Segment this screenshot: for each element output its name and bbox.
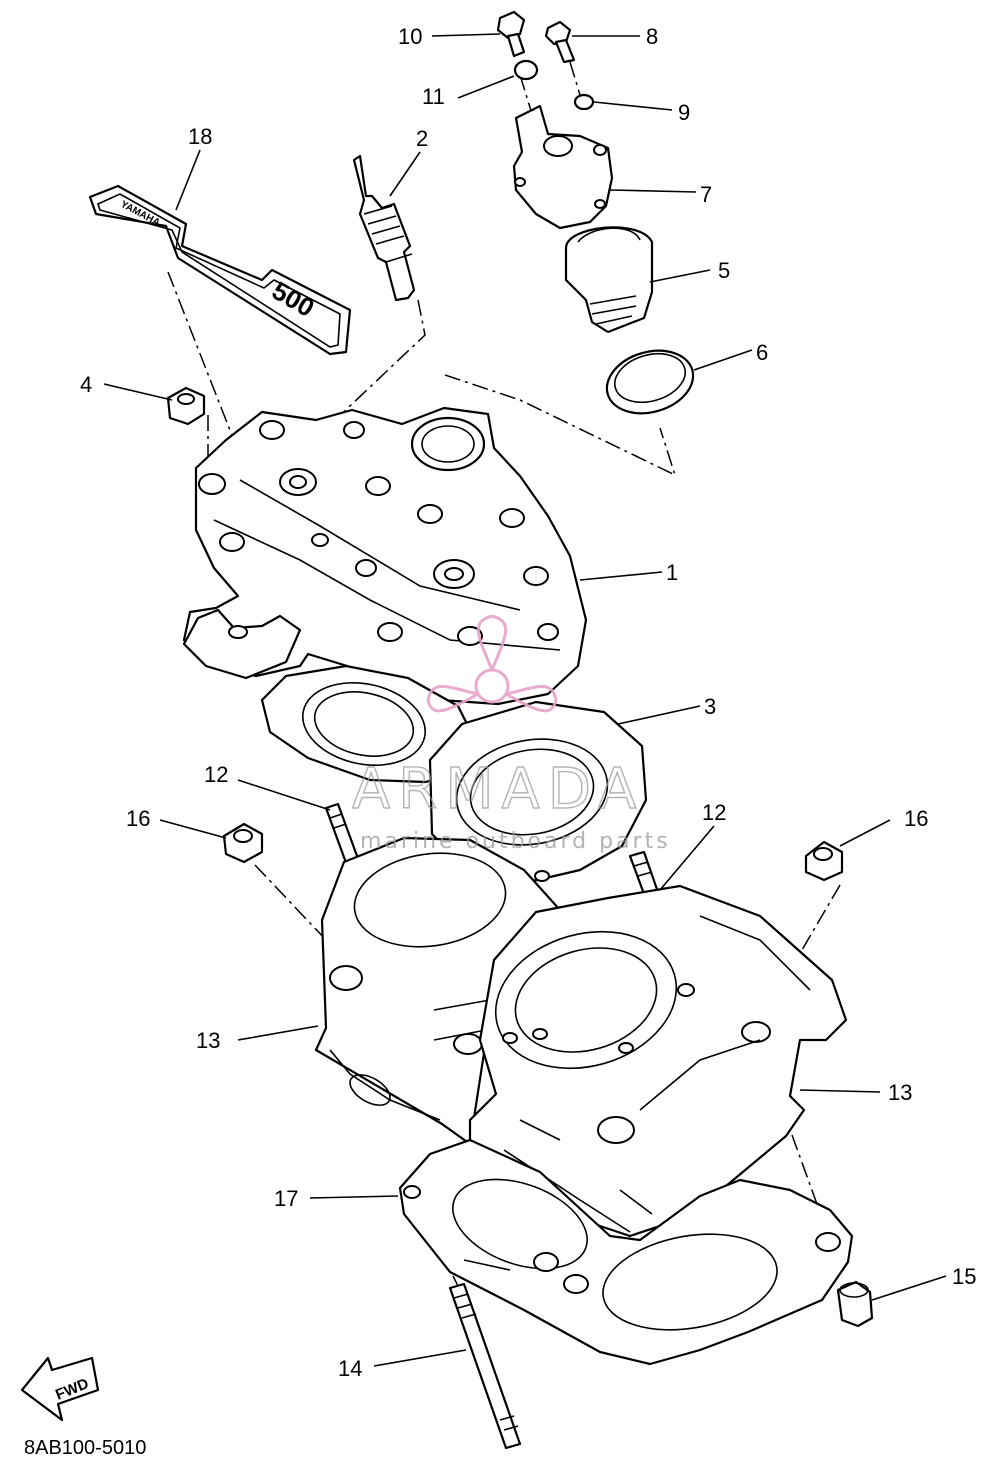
cylinder-part-13-right	[468, 884, 848, 1238]
callout-labels: 10 8 11 9 18 2 7 5 6 4 1 3 12 12 16 16 1…	[80, 24, 976, 1381]
nut-part-16-left	[222, 822, 264, 864]
ring-part-6	[605, 349, 695, 415]
thermostat-part-5	[564, 226, 654, 334]
callout-16-right: 16	[904, 806, 928, 831]
head-gasket-part-3	[260, 664, 648, 886]
washer-part-11	[513, 59, 539, 81]
callout-11: 11	[422, 84, 445, 109]
base-gasket-part-17	[398, 1138, 854, 1366]
watermark-brand: ARMADA	[352, 757, 644, 822]
part-number: 8AB100-5010	[24, 1437, 146, 1459]
callout-15: 15	[952, 1264, 976, 1289]
cap-nut-part-15	[836, 1280, 874, 1328]
nut-part-16-right	[804, 840, 844, 882]
cylinder-head-part-1	[182, 406, 588, 706]
thermostat-cover-part-7	[512, 104, 614, 230]
callout-13-right: 13	[888, 1080, 912, 1105]
callout-10: 10	[398, 24, 422, 49]
watermark-tagline: marine outboard parts	[360, 829, 671, 854]
callout-4: 4	[80, 372, 92, 397]
stud-part-14	[448, 1282, 522, 1450]
washer-part-9	[573, 93, 595, 111]
callout-9: 9	[678, 100, 690, 125]
nut-part-4	[166, 386, 206, 426]
bolt-part-10	[496, 10, 526, 58]
callout-6: 6	[756, 340, 768, 365]
callout-3: 3	[704, 694, 716, 719]
callout-13-left: 13	[196, 1028, 220, 1053]
callout-2: 2	[416, 126, 428, 151]
emblem-part-18: YAMAHA 500	[88, 184, 352, 356]
callout-12-left: 12	[204, 762, 228, 787]
watermark-logo-icon	[426, 614, 558, 713]
spark-plug-part-2	[352, 154, 416, 302]
callout-16-left: 16	[126, 806, 150, 831]
callout-18: 18	[188, 124, 212, 149]
watermark: ARMADA marine outboard parts	[351, 614, 671, 854]
callout-8: 8	[646, 24, 658, 49]
callout-5: 5	[718, 258, 730, 283]
callout-14: 14	[338, 1356, 362, 1381]
callout-17: 17	[274, 1186, 298, 1211]
callout-12-right: 12	[702, 800, 726, 825]
callout-1: 1	[666, 560, 678, 585]
callout-7: 7	[700, 182, 712, 207]
fwd-arrow-icon: FWD	[20, 1356, 100, 1422]
leader-lines	[103, 33, 947, 1367]
bolt-part-8	[544, 20, 576, 64]
